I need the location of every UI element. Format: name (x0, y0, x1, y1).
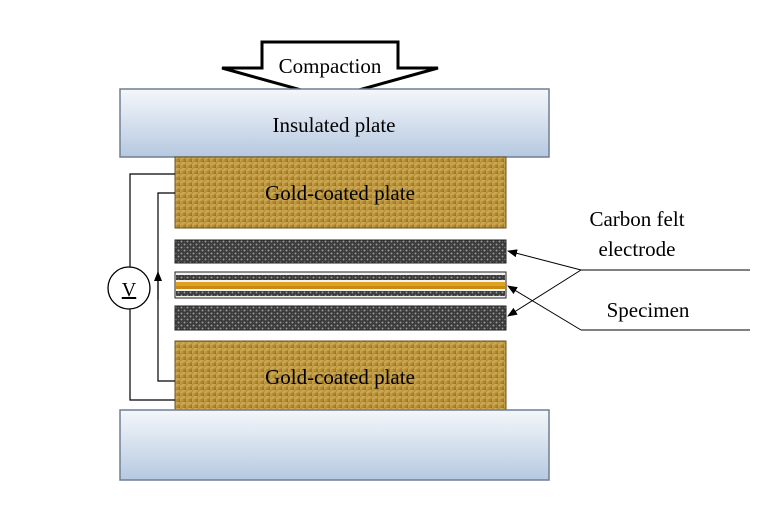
gold-plate-top-label: Gold-coated plate (265, 181, 415, 205)
voltmeter-label: V (122, 279, 137, 301)
compaction-label: Compaction (279, 54, 382, 78)
gold-plate-bottom-label: Gold-coated plate (265, 365, 415, 389)
insulated-plate-bottom (119, 409, 550, 481)
carbon-felt-electrode-bottom (174, 305, 507, 331)
gold-coated-plate-top (174, 156, 507, 229)
carbon-felt-label-line2: electrode (599, 237, 676, 261)
specimen-layer (174, 271, 507, 299)
compaction-arrow (221, 40, 439, 100)
voltmeter-icon (107, 266, 151, 310)
insulated-plate-top (119, 88, 550, 158)
specimen-label: Specimen (607, 298, 690, 322)
gold-coated-plate-bottom (174, 340, 507, 411)
carbon-felt-label-line1: Carbon felt (589, 207, 684, 231)
carbon-felt-electrode-top (174, 239, 507, 264)
pointer-carbon-felt-top (507, 249, 582, 271)
pointer-specimen (507, 285, 582, 331)
insulated-plate-label: Insulated plate (272, 113, 395, 137)
callout-lines (581, 269, 750, 331)
pointer-carbon-felt-bottom (507, 269, 582, 317)
